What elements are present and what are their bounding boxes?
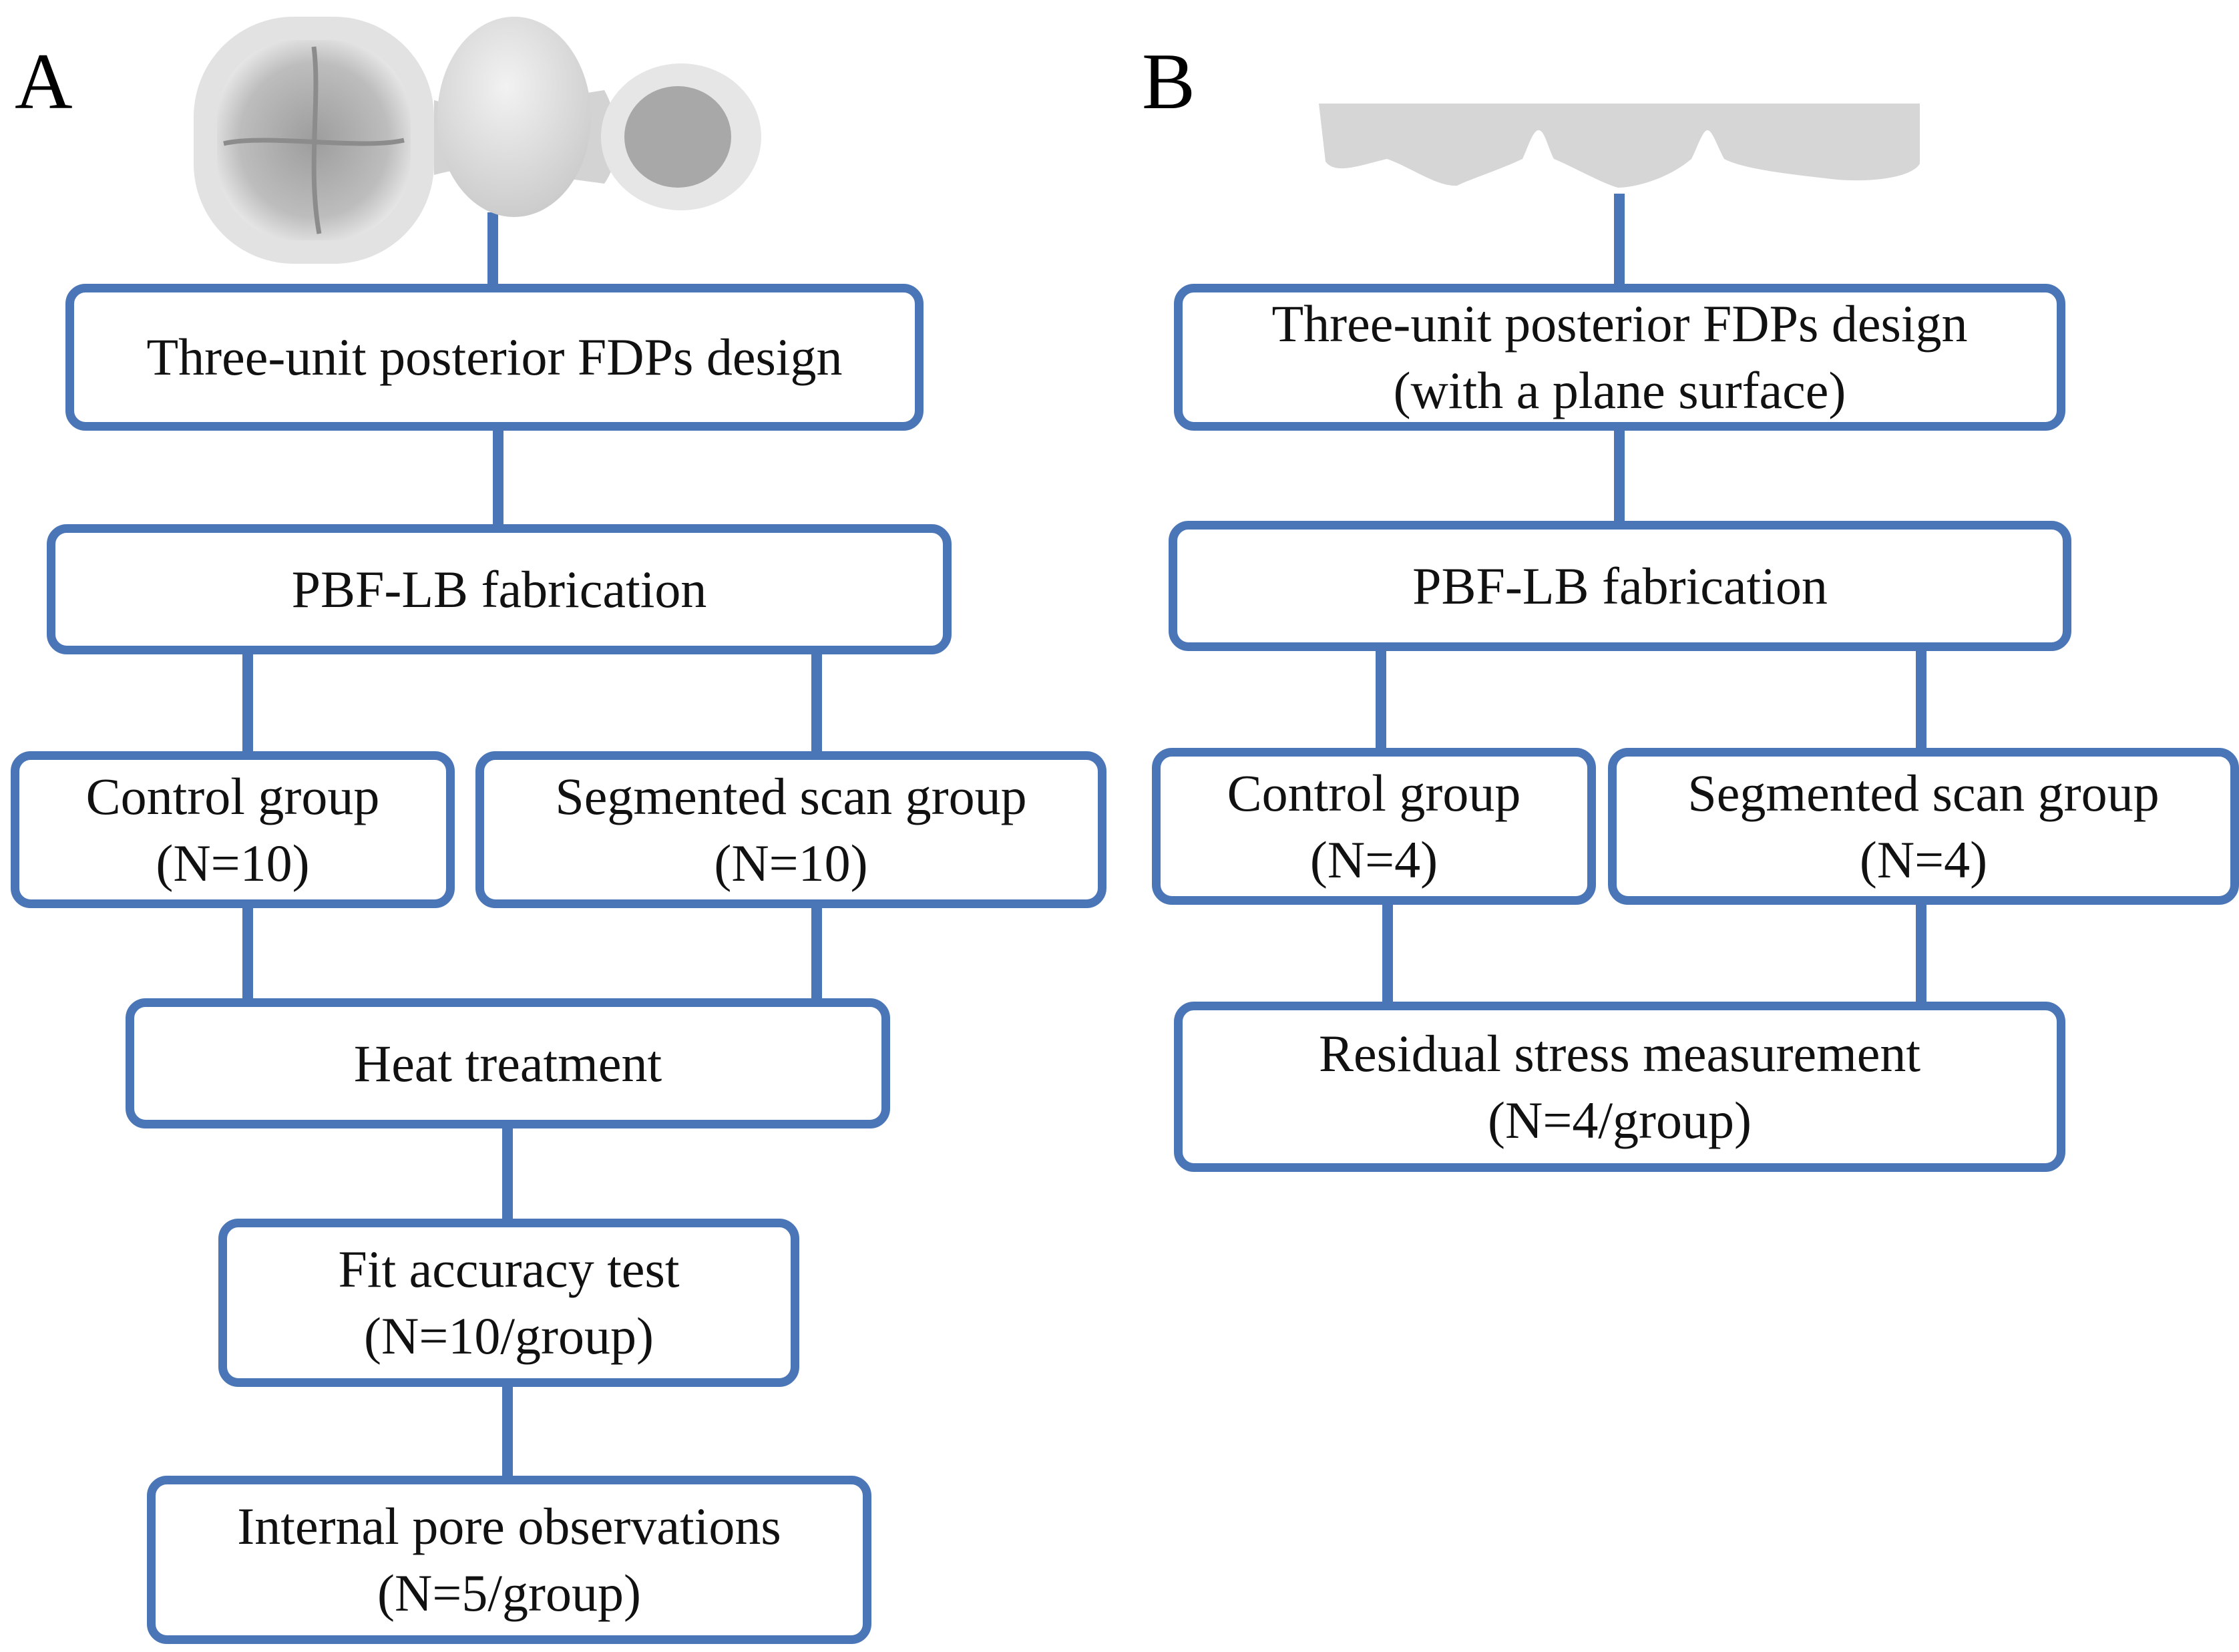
fabrication-box-b: PBF-LB fabrication <box>1169 521 2071 651</box>
heat-treatment-box: Heat treatment <box>126 998 890 1128</box>
control-group-a-n: (N=10) <box>156 833 310 892</box>
segmented-group-b-name: Segmented scan group <box>1687 763 2160 822</box>
fabrication-box-a-text: PBF-LB fabrication <box>291 560 707 618</box>
heat-treatment-text: Heat treatment <box>353 1034 662 1092</box>
design-box-b-line2: (with a plane surface) <box>1393 361 1846 419</box>
control-group-b-name: Control group <box>1227 763 1521 822</box>
segmented-group-b-n: (N=4) <box>1859 830 1988 889</box>
fit-accuracy-n: (N=10/group) <box>364 1307 654 1365</box>
control-group-box-b: Control group (N=4) <box>1152 748 1596 905</box>
segmented-group-a-n: (N=10) <box>714 833 868 892</box>
design-box-a: Three-unit posterior FDPs design <box>65 284 924 431</box>
fabrication-box-a: PBF-LB fabrication <box>47 524 952 654</box>
fit-accuracy-name: Fit accuracy test <box>338 1240 680 1298</box>
pore-observation-box: Internal pore observations (N=5/group) <box>147 1476 871 1644</box>
panel-label-b: B <box>1142 37 1196 126</box>
fdp-model-illustration <box>194 17 761 264</box>
control-group-a-name: Control group <box>85 767 380 825</box>
segmented-group-a-name: Segmented scan group <box>555 767 1027 825</box>
control-group-b-n: (N=4) <box>1309 830 1438 889</box>
panel-label-a: A <box>15 37 73 126</box>
residual-stress-name: Residual stress measurement <box>1318 1024 1921 1082</box>
control-group-box-a: Control group (N=10) <box>11 751 455 908</box>
plane-surface-model-illustration <box>1319 104 1920 188</box>
design-box-b-line1: Three-unit posterior FDPs design <box>1271 294 1968 353</box>
design-box-a-text: Three-unit posterior FDPs design <box>146 328 843 386</box>
pore-observation-n: (N=5/group) <box>377 1564 641 1622</box>
segmented-group-box-a: Segmented scan group (N=10) <box>475 751 1106 908</box>
residual-stress-n: (N=4/group) <box>1488 1090 1752 1149</box>
segmented-group-box-b: Segmented scan group (N=4) <box>1608 748 2239 905</box>
pore-observation-name: Internal pore observations <box>237 1497 781 1555</box>
design-box-b: Three-unit posterior FDPs design (with a… <box>1174 284 2065 431</box>
fit-accuracy-box: Fit accuracy test (N=10/group) <box>218 1219 799 1387</box>
fabrication-box-b-text: PBF-LB fabrication <box>1412 556 1828 615</box>
residual-stress-box: Residual stress measurement (N=4/group) <box>1174 1002 2065 1172</box>
